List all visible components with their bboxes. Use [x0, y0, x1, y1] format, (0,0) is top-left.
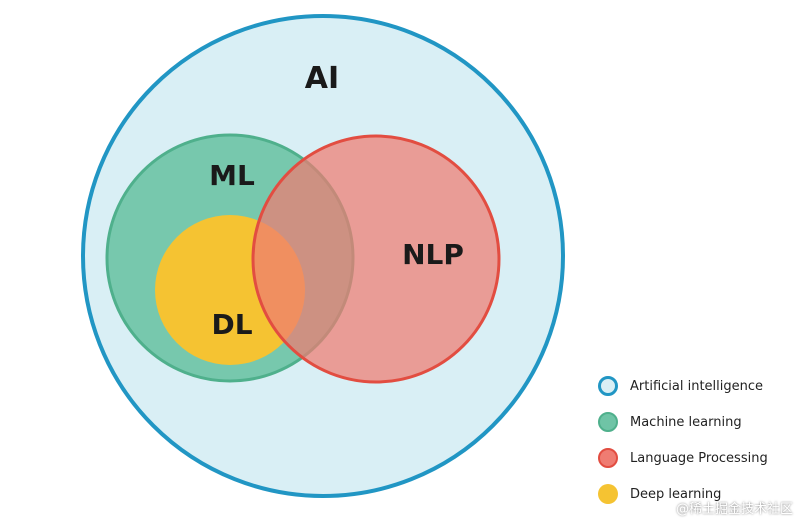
dl-swatch-icon	[598, 484, 618, 504]
dl-label: DL	[211, 308, 252, 341]
ml-label: ML	[209, 159, 255, 192]
ai-label: AI	[305, 61, 339, 96]
legend-item-ml: Machine learning	[598, 404, 798, 440]
legend-item-nlp: Language Processing	[598, 440, 798, 476]
legend: Artificial intelligence Machine learning…	[598, 368, 798, 512]
ai-swatch-icon	[598, 376, 618, 396]
legend-item-dl: Deep learning	[598, 476, 798, 512]
legend-label-dl: Deep learning	[630, 486, 722, 502]
nlp-label: NLP	[402, 238, 464, 271]
ml-swatch-icon	[598, 412, 618, 432]
watermark: @稀土掘金技术社区	[675, 502, 793, 517]
legend-item-ai: Artificial intelligence	[598, 368, 798, 404]
nlp-circle	[251, 134, 501, 384]
legend-label-ai: Artificial intelligence	[630, 378, 764, 394]
nlp-swatch-icon	[598, 448, 618, 468]
legend-label-nlp: Language Processing	[630, 450, 768, 466]
legend-label-ml: Machine learning	[630, 414, 742, 430]
